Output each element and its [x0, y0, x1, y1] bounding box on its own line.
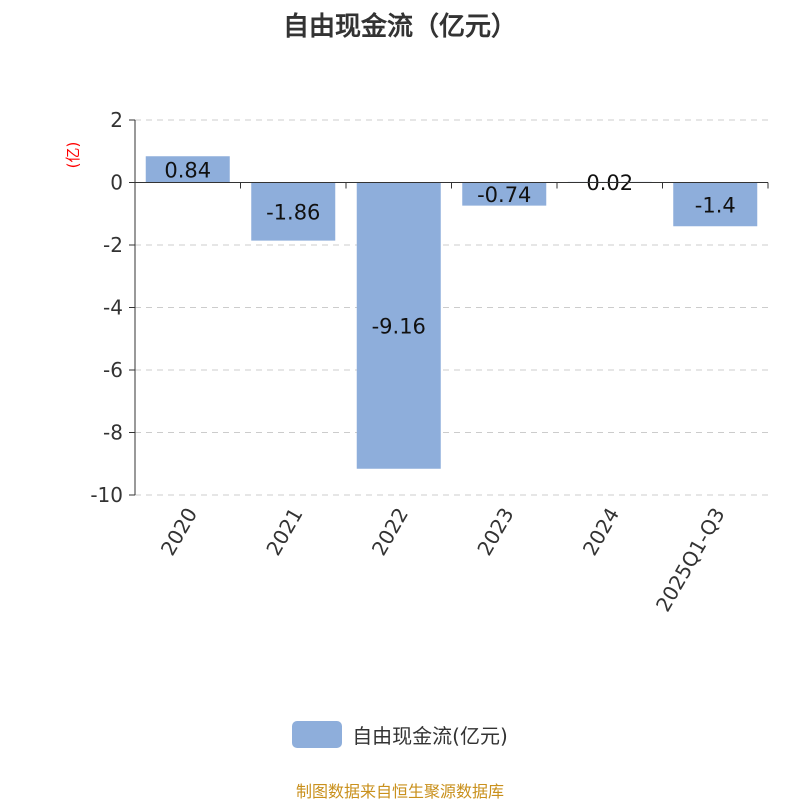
- y-tick-label: -8: [103, 421, 123, 445]
- y-tick-label: 0: [110, 171, 123, 195]
- x-tick-label: 2023: [472, 504, 518, 560]
- y-tick-label: -10: [90, 483, 123, 507]
- x-tick-label: 2021: [261, 504, 307, 560]
- data-label: -9.16: [372, 315, 426, 339]
- bar: [462, 182, 547, 206]
- data-label: -1.86: [266, 201, 320, 225]
- y-axis-label: (亿): [64, 142, 82, 169]
- bar: [673, 182, 758, 227]
- chart-title: 自由现金流（亿元）: [282, 12, 517, 42]
- bar: [356, 182, 441, 469]
- y-tick-label: -4: [103, 296, 123, 320]
- y-tick-label: -2: [103, 233, 123, 257]
- data-label: -0.74: [477, 183, 531, 207]
- bar: [145, 156, 230, 183]
- source-footer: 制图数据来自恒生聚源数据库: [295, 782, 504, 800]
- legend-swatch: [292, 721, 343, 748]
- y-tick-label: 2: [110, 108, 123, 132]
- x-tick-label: 2024: [578, 504, 624, 560]
- x-tick-label: 2025Q1-Q3: [651, 504, 730, 616]
- legend[interactable]: 自由现金流(亿元): [0, 720, 800, 749]
- legend-label: 自由现金流(亿元): [352, 724, 508, 748]
- data-label: 0.84: [164, 158, 211, 182]
- x-tick-label: 2020: [156, 504, 202, 560]
- x-tick-label: 2022: [367, 504, 413, 560]
- bar: [251, 182, 336, 241]
- y-tick-label: -6: [103, 358, 123, 382]
- data-label: 0.02: [586, 171, 633, 195]
- data-label: -1.4: [695, 193, 736, 217]
